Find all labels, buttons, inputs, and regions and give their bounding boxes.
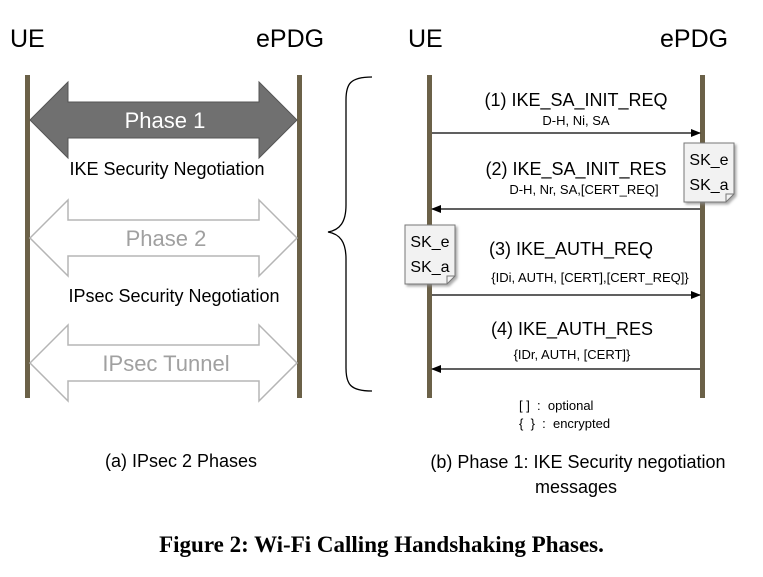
phase1-brace — [327, 76, 373, 392]
msg3-title: (3) IKE_AUTH_REQ — [489, 239, 653, 260]
left-epdg-lifeline — [297, 75, 302, 398]
msg4-params: {IDr, AUTH, [CERT]} — [514, 347, 631, 362]
left-ue-lifeline — [25, 75, 30, 398]
phase2-arrow — [28, 198, 299, 278]
ue-key-note — [404, 224, 456, 285]
epdg-key-ske: SK_e — [689, 152, 728, 169]
phase1-description: IKE Security Negotiation — [69, 159, 264, 179]
left-entity-ue: UE — [10, 25, 45, 53]
epdg-key-ska: SK_a — [689, 177, 728, 194]
msg4-title: (4) IKE_AUTH_RES — [491, 319, 653, 340]
figure-caption: Figure 2: Wi-Fi Calling Handshaking Phas… — [159, 532, 604, 557]
right-subcaption-line2: messages — [535, 477, 617, 497]
msg1-params: D-H, Ni, SA — [542, 113, 610, 128]
msg2-params: D-H, Nr, SA,[CERT_REQ] — [509, 182, 658, 197]
right-epdg-lifeline — [700, 75, 705, 398]
phase2-description: IPsec Security Negotiation — [68, 286, 279, 306]
left-panel: UE ePDG Phase 1 IKE Security Negotiation… — [10, 25, 324, 471]
right-subcaption-line1: (b) Phase 1: IKE Security negotiation — [430, 452, 725, 472]
ipsec-tunnel-label: IPsec Tunnel — [102, 351, 229, 376]
right-panel: UE ePDG (1) IKE_SA_INIT_REQ D-H, Ni, SA … — [404, 25, 735, 497]
phase1-label: Phase 1 — [125, 108, 206, 133]
ipsec-tunnel-arrow — [28, 323, 299, 403]
msg2-title: (2) IKE_SA_INIT_RES — [485, 159, 666, 180]
ue-key-ska: SK_a — [410, 259, 449, 276]
left-subcaption: (a) IPsec 2 Phases — [105, 451, 257, 471]
phase1-arrow — [29, 80, 298, 160]
left-entity-epdg: ePDG — [256, 25, 324, 53]
right-entity-epdg: ePDG — [660, 25, 728, 53]
legend-encrypted: { } : encrypted — [519, 416, 610, 431]
ue-key-ske: SK_e — [410, 234, 449, 251]
legend-optional: [ ] : optional — [519, 398, 594, 413]
msg3-params: {IDi, AUTH, [CERT],[CERT_REQ]} — [491, 270, 689, 285]
epdg-key-note — [683, 142, 735, 203]
msg1-title: (1) IKE_SA_INIT_REQ — [484, 90, 667, 111]
phase2-label: Phase 2 — [126, 226, 207, 251]
figure-caption-container: Figure 2: Wi-Fi Calling Handshaking Phas… — [0, 532, 763, 558]
right-entity-ue: UE — [408, 25, 443, 53]
